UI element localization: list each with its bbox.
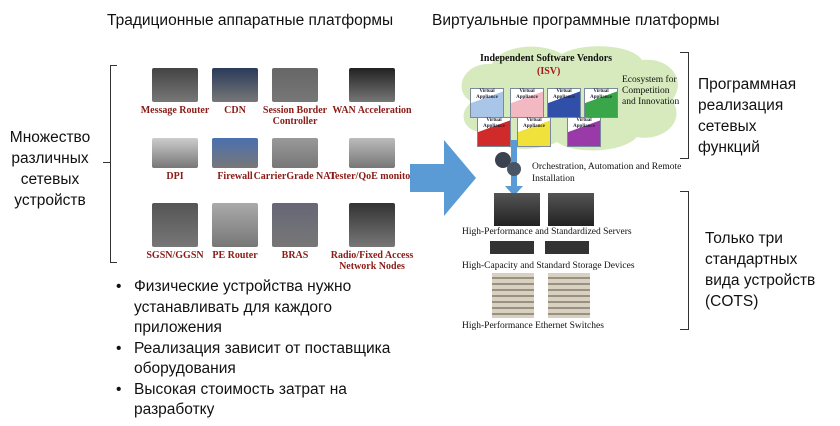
device-image (349, 203, 395, 247)
transition-arrow (410, 140, 476, 216)
left-bracket (110, 65, 117, 263)
device-image (349, 68, 395, 102)
right-bracket-top (680, 52, 689, 159)
cloud-title: Independent Software Vendors (480, 53, 613, 64)
device-label: CDN (224, 105, 246, 116)
device-image (152, 138, 198, 168)
device-item: Message Router (130, 68, 220, 116)
line: реализация (698, 97, 784, 114)
line: устройств (14, 192, 86, 209)
device-label: Firewall (217, 171, 253, 182)
device-image (152, 68, 198, 102)
device-item: DPI (130, 138, 220, 182)
device-image (349, 138, 395, 168)
line: Множество (9, 129, 91, 146)
virtual-appliance-icon: Virtual Appliance (584, 88, 618, 118)
device-label: Radio/Fixed Access Network Nodes (330, 250, 414, 272)
device-item: CDN (190, 68, 280, 116)
servers-label: High-Performance and Standardized Server… (462, 227, 632, 237)
virtual-appliance-icon: Virtual Appliance (470, 88, 504, 118)
bullet-item: Высокая стоимость затрат на разработку (112, 380, 412, 421)
device-label: Session Border Controller (262, 105, 328, 127)
device-item: WAN Acceleration (327, 68, 417, 116)
device-image (152, 203, 198, 247)
line: Только три (705, 230, 783, 247)
switch-image (492, 273, 534, 318)
device-image (212, 138, 258, 168)
virtual-appliance-icon: Virtual Appliance (567, 117, 601, 147)
virtual-appliance-icon: Virtual Appliance (510, 88, 544, 118)
virtual-appliance-icon: Virtual Appliance (547, 88, 581, 118)
gear-icon (495, 152, 511, 168)
switches-label: High-Performance Ethernet Switches (462, 321, 604, 331)
device-label: SGSN/GGSN (146, 250, 204, 261)
line: Программная (698, 76, 797, 93)
gear-icon (507, 162, 521, 176)
device-item: Tester/QoE monitor (327, 138, 417, 182)
device-label: Message Router (140, 105, 210, 116)
device-label: CarrierGrade NAT (253, 171, 337, 182)
storage-image (545, 241, 589, 254)
storage-image (490, 241, 534, 254)
cots-label: Только три стандартных вида устройств (C… (705, 228, 815, 312)
device-label: WAN Acceleration (332, 105, 412, 116)
line: сетевых (698, 118, 757, 135)
right-bracket-bottom (680, 191, 689, 330)
server-image (494, 193, 540, 226)
virtual-appliance-icon: Virtual Appliance (517, 117, 551, 147)
device-item: CarrierGrade NAT (250, 138, 340, 182)
line: (COTS) (705, 293, 759, 310)
line: сетевых (20, 171, 80, 188)
device-label: Tester/QoE monitor (329, 171, 415, 182)
device-image (272, 68, 318, 102)
device-image (212, 203, 258, 247)
device-item: Radio/Fixed Access Network Nodes (327, 203, 417, 272)
line: функций (698, 139, 760, 156)
device-item: BRAS (250, 203, 340, 261)
device-label: PE Router (212, 250, 258, 261)
device-item: Session Border Controller (250, 68, 340, 127)
line: вида устройств (705, 272, 816, 289)
bullet-list: Физические устройства нужно устанавливат… (112, 277, 412, 421)
bullet-item: Физические устройства нужно устанавливат… (112, 277, 412, 339)
device-item: SGSN/GGSN (130, 203, 220, 261)
device-item: Firewall (190, 138, 280, 182)
right-title: Виртуальные программные платформы (432, 12, 720, 29)
device-image (272, 138, 318, 168)
storage-label: High-Capacity and Standard Storage Devic… (462, 261, 635, 271)
device-label: DPI (166, 171, 184, 182)
ecosystem-label: Ecosystem for Competition and Innovation (622, 75, 680, 107)
device-image (212, 68, 258, 102)
left-title: Традиционные аппаратные платформы (107, 12, 394, 29)
line: стандартных (705, 251, 798, 268)
device-label: BRAS (281, 250, 309, 261)
device-image (272, 203, 318, 247)
server-image (548, 193, 594, 226)
software-label: Программная реализация сетевых функций (698, 74, 796, 158)
virtual-appliance-icon: Virtual Appliance (477, 117, 511, 147)
switch-image (548, 273, 590, 318)
down-arrow-head (505, 186, 523, 196)
left-side-label: Множество различных сетевых устройств (0, 127, 100, 211)
device-item: PE Router (190, 203, 280, 261)
line: различных (11, 150, 89, 167)
bullet-item: Реализация зависит от поставщика оборудо… (112, 339, 412, 380)
orchestration-label: Orchestration, Automation and Remote Ins… (532, 162, 682, 184)
bracket-tip (103, 162, 111, 163)
cloud-subtitle: (ISV) (537, 66, 561, 77)
